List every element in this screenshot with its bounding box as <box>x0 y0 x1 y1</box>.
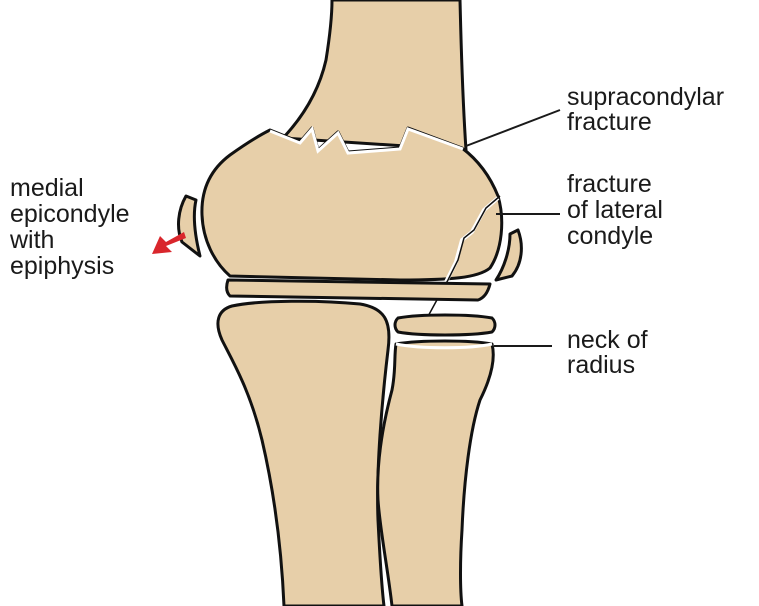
neck-radius-label-line2: radius <box>567 353 635 378</box>
supracondylar-label-line2: fracture <box>567 110 652 135</box>
radius-shaft <box>378 341 494 606</box>
ulna <box>218 301 389 606</box>
supracondylar-leader <box>466 110 560 146</box>
medial-epicondyle-label-line2: epicondyle <box>10 202 130 227</box>
lateral-condyle-label-line1: fracture <box>567 172 652 197</box>
supracondylar-label-line1: supracondylar <box>567 85 724 110</box>
humeral-epiphysis <box>227 280 490 300</box>
medial-epicondyle-label-line3: with <box>10 228 54 253</box>
humerus-shaft <box>283 0 466 150</box>
lateral-condyle-label-line3: condyle <box>567 224 653 249</box>
medial-epicondyle-label-line1: medial <box>10 176 84 201</box>
neck-radius-label-line1: neck of <box>567 328 648 353</box>
radial-head <box>395 315 495 335</box>
lateral-condyle-label-line2: of lateral <box>567 198 663 223</box>
medial-epicondyle-fragment <box>179 196 200 256</box>
medial-epicondyle-label-line4: epiphysis <box>10 254 114 279</box>
